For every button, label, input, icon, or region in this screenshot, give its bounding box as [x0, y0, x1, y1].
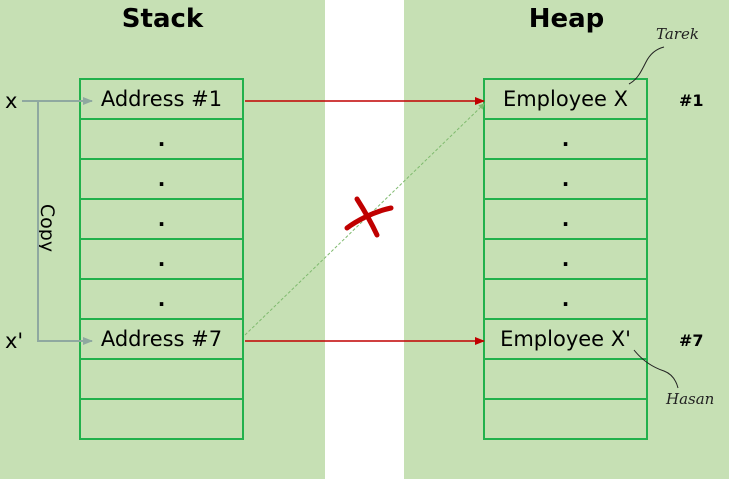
heap-cell-ellipsis: .: [485, 280, 646, 320]
stack-cell-address-7: Address #7: [81, 320, 242, 360]
heap-cell-empty: [485, 360, 646, 400]
heap-title: Heap: [528, 4, 605, 34]
heap-memory-column: Employee X . . . . . Employee X': [483, 78, 648, 440]
heap-cell-ellipsis: .: [485, 200, 646, 240]
heap-address-1-label: #1: [679, 91, 704, 110]
stack-title: Stack: [121, 4, 204, 34]
heap-cell-ellipsis: .: [485, 160, 646, 200]
variable-x-prime-label: x': [5, 329, 24, 353]
variable-x-label: x: [5, 89, 18, 113]
heap-cell-ellipsis: .: [485, 120, 646, 160]
stack-cell-ellipsis: .: [81, 120, 242, 160]
stack-memory-column: Address #1 . . . . . Address #7: [79, 78, 244, 440]
stack-cell-address-1: Address #1: [81, 80, 242, 120]
stack-cell-empty: [81, 360, 242, 400]
heap-cell-empty: [485, 400, 646, 440]
annotation-hasan: Hasan: [666, 390, 715, 408]
cross-mark-icon: [344, 196, 394, 238]
stack-cell-ellipsis: .: [81, 280, 242, 320]
annotation-tarek: Tarek: [656, 25, 699, 43]
copy-label: Copy: [36, 203, 58, 253]
stack-cell-ellipsis: .: [81, 160, 242, 200]
heap-cell-ellipsis: .: [485, 240, 646, 280]
stack-cell-ellipsis: .: [81, 200, 242, 240]
heap-cell-employee-x: Employee X: [485, 80, 646, 120]
stack-cell-empty: [81, 400, 242, 440]
stack-cell-ellipsis: .: [81, 240, 242, 280]
heap-address-7-label: #7: [679, 331, 704, 350]
heap-cell-employee-x-prime: Employee X': [485, 320, 646, 360]
